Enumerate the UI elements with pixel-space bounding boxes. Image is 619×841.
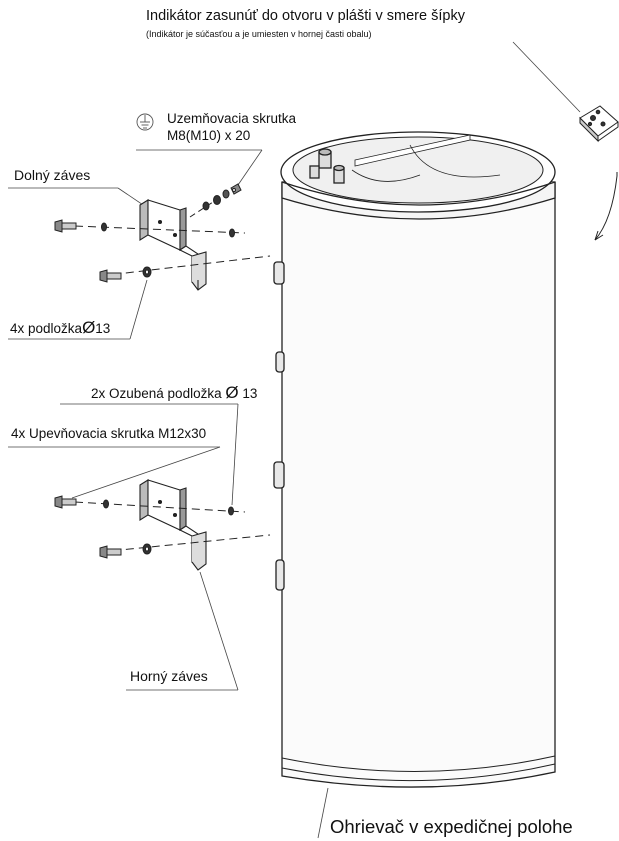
- water-heater-tank: [273, 131, 556, 788]
- mounting-screw-label: 4x Upevňovacia skrutka M12x30: [11, 426, 207, 441]
- insertion-arrow-icon: [594, 172, 618, 241]
- diameter-symbol: Ø: [225, 383, 239, 402]
- ground-screw-label-line1: Uzemňovacia skrutka: [167, 111, 297, 126]
- diameter-symbol: Ø: [82, 318, 96, 337]
- toothed-washer-label: 2x Ozubená podložka Ø 13: [91, 383, 257, 403]
- upper-hinge-screws: [54, 495, 271, 559]
- toothed-washer-label-text: 2x Ozubená podložka: [91, 386, 222, 401]
- upper-hinge-bracket: [139, 479, 207, 571]
- washer-label-text: 4x podložka: [10, 321, 83, 336]
- indicator-instruction-title: Indikátor zasunúť do otvoru v plášti v s…: [146, 8, 465, 24]
- lower-hinge-label: Dolný záves: [14, 167, 91, 183]
- heater-leader-line: [317, 787, 329, 839]
- heater-caption: Ohrievač v expedičnej polohe: [330, 816, 573, 837]
- ground-screw-label-line2: M8(M10) x 20: [167, 128, 251, 143]
- ground-symbol-icon: [136, 113, 154, 131]
- lower-hinge-screws: [54, 219, 271, 283]
- indicator-instruction-note: (Indikátor je súčasťou a je umiesten v h…: [146, 29, 372, 39]
- indicator-leader-line: [512, 41, 581, 113]
- ground-screw-set: [189, 183, 242, 218]
- indicator-part: [579, 105, 619, 143]
- washer-size: 13: [95, 321, 111, 336]
- washer-label: 4x podložkaØ13: [10, 318, 110, 338]
- lower-hinge-bracket: [139, 199, 207, 291]
- toothed-washer-size: 13: [242, 386, 258, 401]
- upper-hinge-label: Horný záves: [130, 668, 208, 684]
